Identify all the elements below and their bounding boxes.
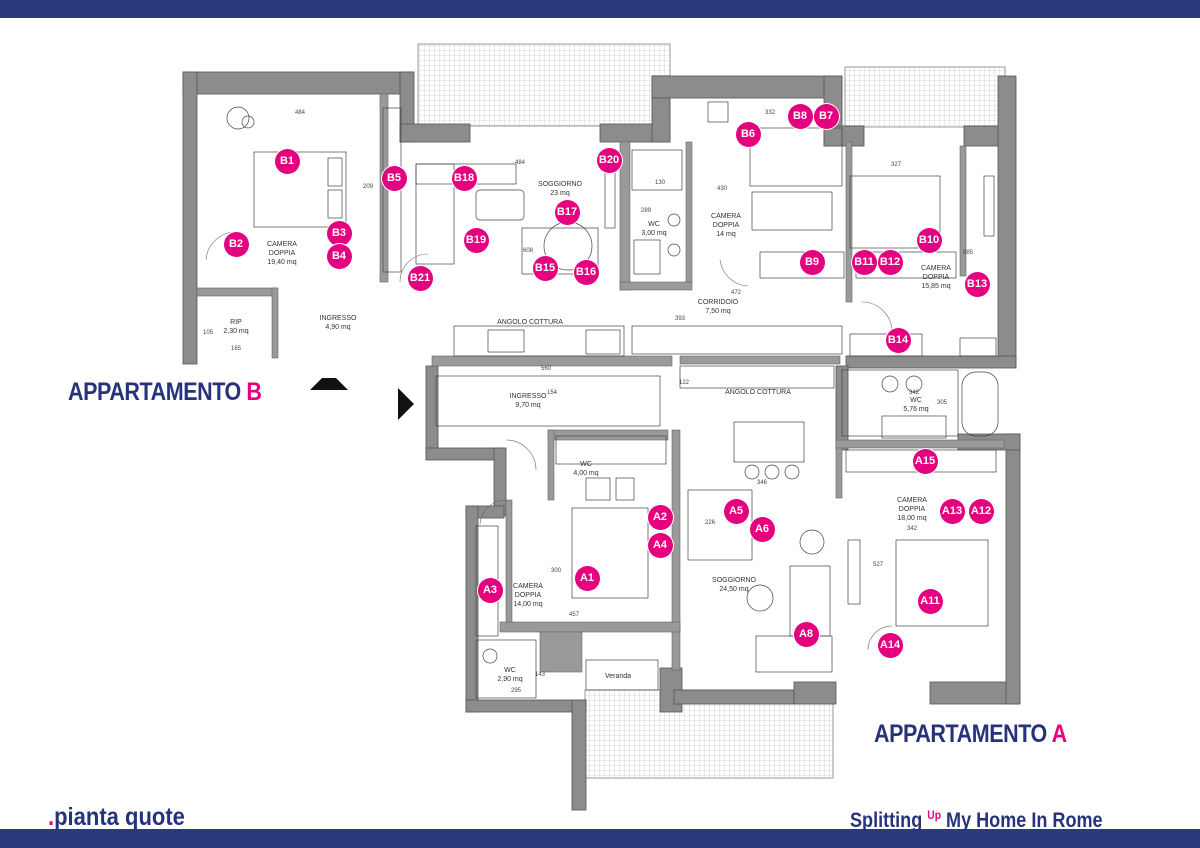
- exterior-walls: [182, 71, 1021, 811]
- apartment-b-label: APPARTAMENTO: [68, 378, 247, 406]
- entrance-arrows: [310, 378, 414, 420]
- dim-label: 122: [678, 380, 690, 386]
- dim-label: 130: [654, 180, 666, 186]
- marker-b16[interactable]: B16: [573, 259, 599, 285]
- marker-b21[interactable]: B21: [407, 265, 433, 291]
- marker-a3[interactable]: A3: [477, 577, 503, 603]
- footer-title-left: .pianta quote: [48, 803, 185, 832]
- dim-label: 430: [716, 186, 728, 192]
- marker-a8[interactable]: A8: [793, 621, 819, 647]
- bottom-band: [0, 829, 1200, 848]
- furniture: [226, 101, 999, 699]
- dim-label: 885: [962, 250, 974, 256]
- dim-label: 332: [764, 110, 776, 116]
- dim-label: 484: [514, 160, 526, 166]
- top-band: [0, 0, 1200, 18]
- dim-label: 289: [640, 208, 652, 214]
- room-label-a-veranda: Veranda: [604, 673, 632, 680]
- marker-b9[interactable]: B9: [799, 249, 825, 275]
- marker-b3[interactable]: B3: [326, 220, 352, 246]
- apartment-a-title: APPARTAMENTO A: [874, 720, 1067, 749]
- dim-label: 472: [730, 290, 742, 296]
- marker-b10[interactable]: B10: [916, 227, 942, 253]
- marker-b15[interactable]: B15: [532, 255, 558, 281]
- marker-b18[interactable]: B18: [451, 165, 477, 191]
- dim-label: 346: [756, 480, 768, 486]
- marker-a12[interactable]: A12: [968, 498, 994, 524]
- marker-b4[interactable]: B4: [326, 243, 352, 269]
- dim-label: 300: [550, 568, 562, 574]
- dim-label: 226: [704, 520, 716, 526]
- footer-right-pre: Splitting: [850, 809, 928, 832]
- dim-label: 393: [674, 316, 686, 322]
- marker-b1[interactable]: B1: [274, 148, 300, 174]
- apartment-b-letter: B: [246, 378, 262, 406]
- dim-label: 105: [202, 330, 214, 336]
- dim-label: 295: [510, 688, 522, 694]
- dim-label: 342: [906, 526, 918, 532]
- room-label-b-cottura: ANGOLO COTTURA: [497, 319, 563, 326]
- marker-a11[interactable]: A11: [917, 588, 943, 614]
- marker-b17[interactable]: B17: [554, 199, 580, 225]
- marker-a13[interactable]: A13: [939, 498, 965, 524]
- dim-label: 305: [936, 400, 948, 406]
- marker-a1[interactable]: A1: [574, 565, 600, 591]
- marker-a15[interactable]: A15: [912, 448, 938, 474]
- marker-b8[interactable]: B8: [787, 103, 813, 129]
- marker-a14[interactable]: A14: [877, 632, 903, 658]
- marker-a4[interactable]: A4: [647, 532, 673, 558]
- footer-right-post: My Home In Rome: [941, 809, 1103, 832]
- dim-label: 154: [546, 390, 558, 396]
- apartment-a-letter: A: [1051, 720, 1068, 748]
- apartment-b-title: APPARTAMENTO B: [68, 378, 262, 407]
- marker-b2[interactable]: B2: [223, 231, 249, 257]
- dim-label: 143: [534, 672, 546, 678]
- marker-b20[interactable]: B20: [596, 147, 622, 173]
- marker-b12[interactable]: B12: [877, 249, 903, 275]
- dim-label: 484: [294, 110, 306, 116]
- marker-a6[interactable]: A6: [749, 516, 775, 542]
- dim-label: 608: [522, 248, 534, 254]
- marker-b5[interactable]: B5: [381, 165, 407, 191]
- dim-label: 560: [540, 366, 552, 372]
- apartment-a-label: APPARTAMENTO: [874, 720, 1052, 748]
- dim-label: 327: [890, 162, 902, 168]
- dim-label: 527: [872, 562, 884, 568]
- marker-b14[interactable]: B14: [885, 327, 911, 353]
- marker-b13[interactable]: B13: [964, 271, 990, 297]
- marker-a5[interactable]: A5: [723, 498, 749, 524]
- room-label-a-cottura: ANGOLO COTTURA: [725, 389, 791, 396]
- marker-a2[interactable]: A2: [647, 504, 673, 530]
- marker-b7[interactable]: B7: [813, 103, 839, 129]
- dim-label: 209: [362, 184, 374, 190]
- dim-label: 457: [568, 612, 580, 618]
- marker-b19[interactable]: B19: [463, 227, 489, 253]
- footer-left-text: pianta quote: [54, 803, 185, 831]
- balconies: [417, 43, 1006, 779]
- interior-walls: [196, 93, 1005, 673]
- footer-right-sup: Up: [927, 808, 942, 822]
- dim-label: 342: [908, 390, 920, 396]
- footer-title-right: Splitting Up My Home In Rome: [850, 808, 1103, 833]
- dim-label: 165: [230, 346, 242, 352]
- footer-dot: .: [48, 803, 55, 831]
- marker-b6[interactable]: B6: [735, 121, 761, 147]
- marker-b11[interactable]: B11: [851, 249, 877, 275]
